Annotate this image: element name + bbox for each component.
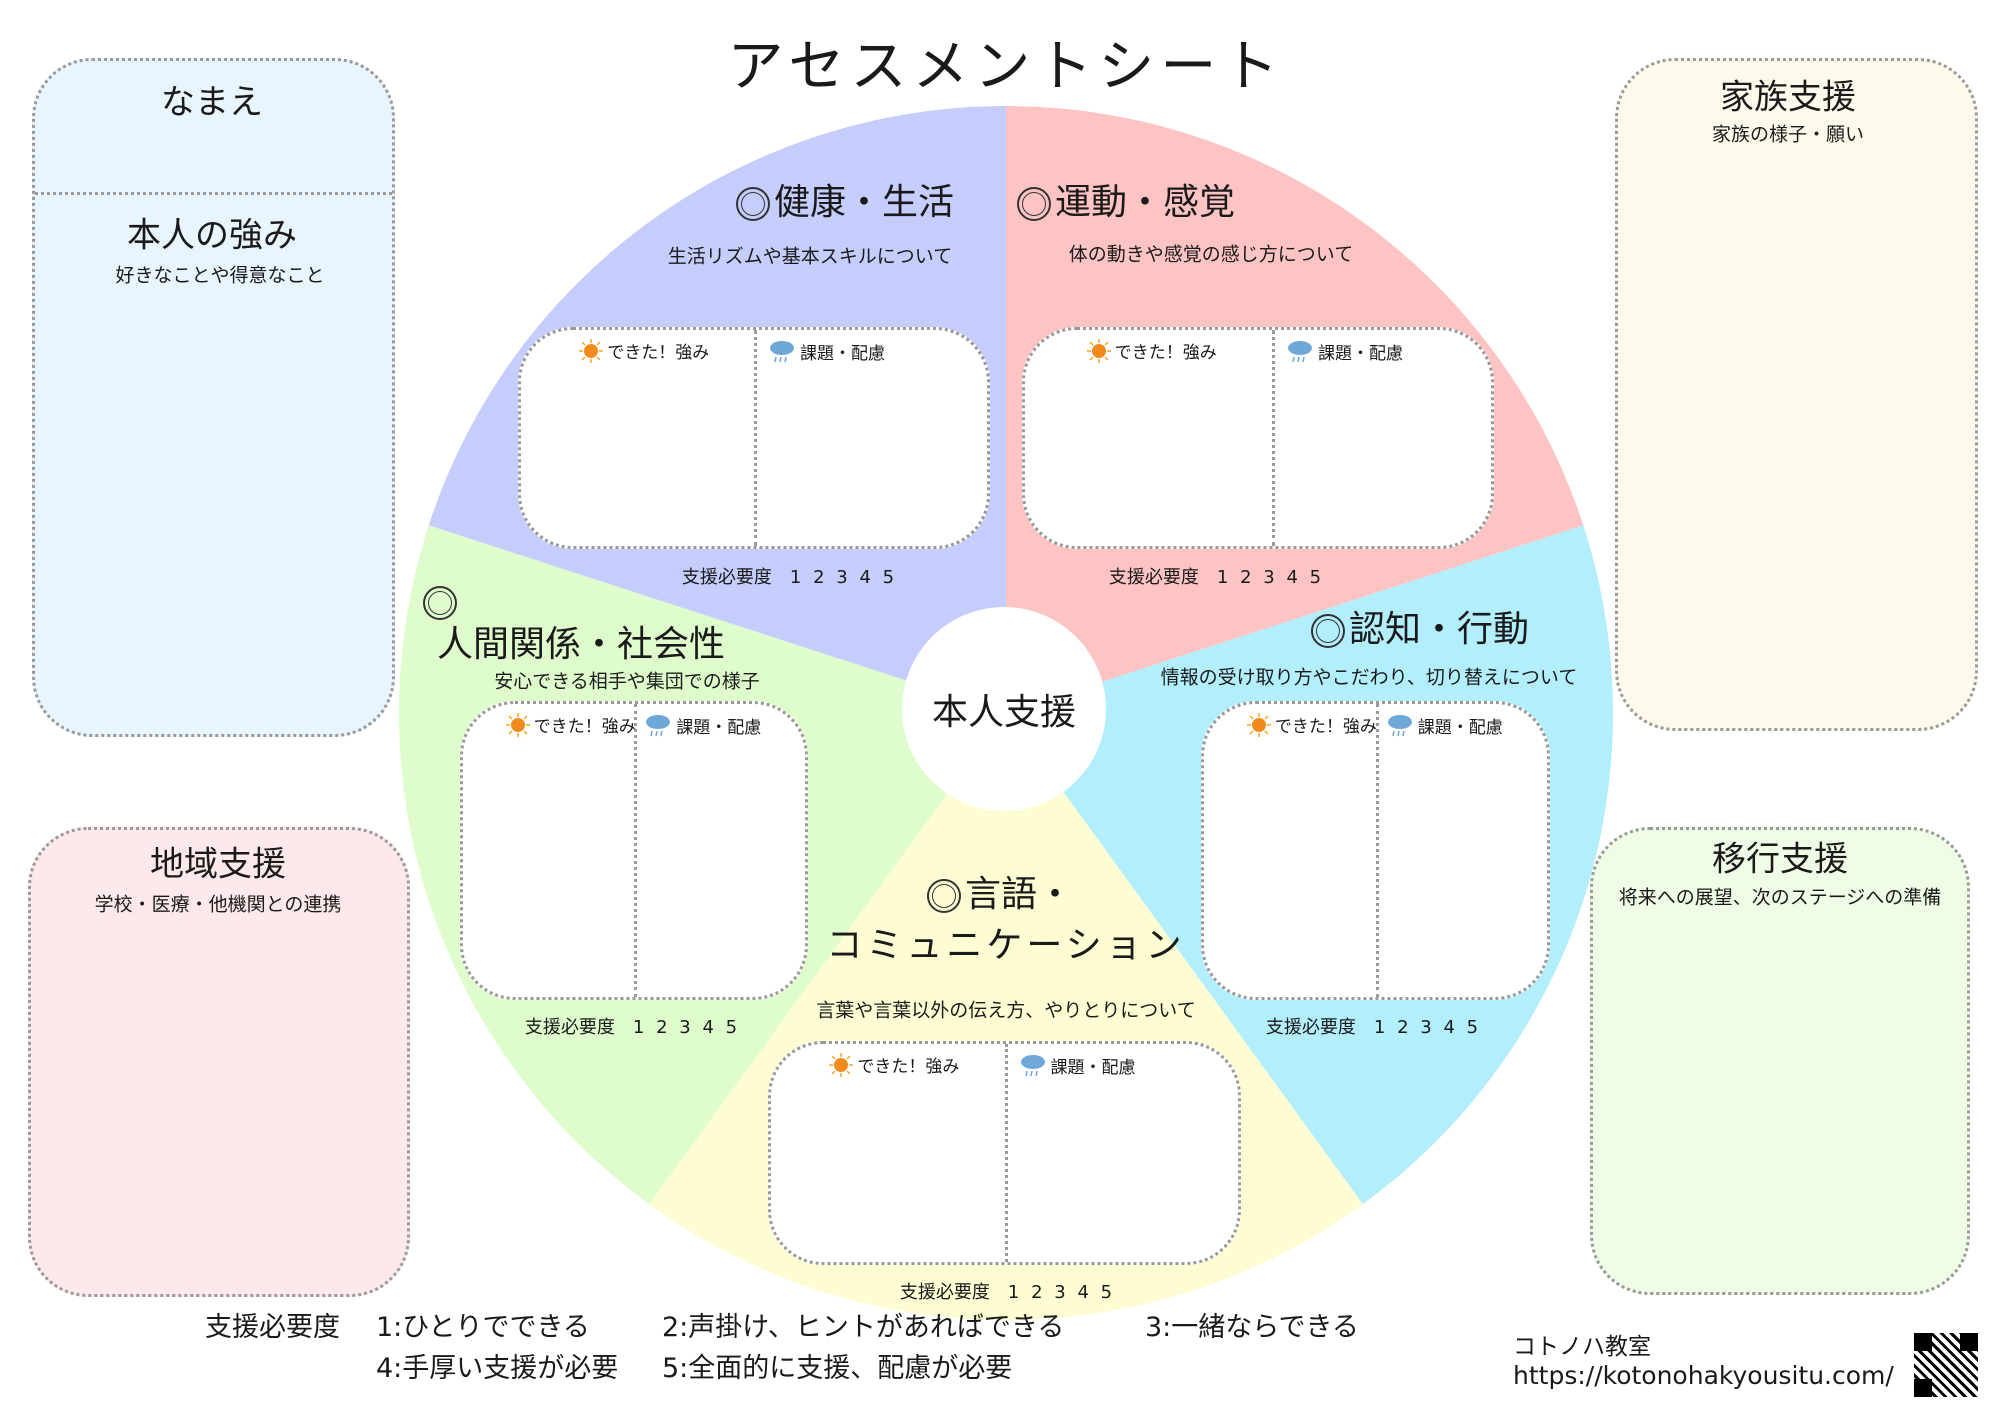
rain-cloud-icon bbox=[1387, 715, 1412, 737]
language-subtitle: 言葉や言葉以外の伝え方、やりとりについて bbox=[816, 999, 1196, 1022]
sun-icon bbox=[1246, 712, 1271, 737]
health-notes-box[interactable]: できた！強み 課題・配慮 bbox=[518, 327, 990, 549]
speech-icon bbox=[926, 879, 961, 913]
strength-label: できた！強み bbox=[1086, 338, 1217, 363]
strength-label-text: できた！強み bbox=[1114, 343, 1217, 363]
strength-label: できた！強み bbox=[829, 1052, 959, 1077]
qr-code bbox=[1914, 1333, 1978, 1397]
rain-cloud-icon bbox=[646, 715, 671, 737]
health-support-scale: 支援必要度 1 2 3 4 5 bbox=[681, 567, 895, 588]
bed-icon bbox=[735, 187, 770, 221]
strength-label-text: できた！強み bbox=[607, 343, 710, 363]
strengths-subtitle: 好きなことや得意なこと bbox=[115, 264, 325, 287]
issue-label: 課題・配慮 bbox=[1019, 1052, 1136, 1078]
language-title-line2: コミュニケーション bbox=[826, 925, 1186, 966]
motor-subtitle: 体の動きや感覚の感じ方について bbox=[1068, 243, 1354, 266]
strength-label: できた！強み bbox=[1246, 712, 1377, 737]
sun-icon bbox=[1086, 338, 1111, 363]
strength-label-text: できた！強み bbox=[533, 717, 636, 737]
language-title-line1: 言語・ bbox=[964, 874, 1074, 915]
issue-label-text: 課題・配慮 bbox=[1417, 717, 1503, 738]
legend-item-4: 4:手厚い支援が必要 bbox=[376, 1353, 619, 1384]
strength-label: できた！強み bbox=[579, 338, 709, 363]
sun-icon bbox=[829, 1052, 854, 1077]
cognitive-subtitle: 情報の受け取り方やこだわり、切り替えについて bbox=[1160, 666, 1578, 689]
transition-box bbox=[1590, 827, 1970, 1295]
social-notes-box[interactable]: できた！強み 課題・配慮 bbox=[460, 701, 808, 1000]
center-circle bbox=[902, 607, 1106, 811]
column-divider bbox=[1271, 330, 1275, 546]
sun-icon bbox=[505, 712, 530, 737]
issue-label: 課題・配慮 bbox=[768, 338, 885, 364]
strength-label-text: できた！強み bbox=[857, 1057, 960, 1077]
head-bulb-icon bbox=[1310, 614, 1345, 648]
language-notes-box[interactable]: できた！強み 課題・配慮 bbox=[768, 1041, 1241, 1265]
name-box bbox=[32, 58, 395, 737]
family-subtitle: 家族の様子・願い bbox=[1711, 123, 1865, 146]
issue-label: 課題・配慮 bbox=[1386, 712, 1503, 738]
cognitive-heading: 認知・行動 bbox=[1310, 600, 1530, 652]
footer-org: コトノハ教室 bbox=[1513, 1334, 1651, 1360]
issue-label: 課題・配慮 bbox=[1286, 338, 1403, 364]
strengths-title: 本人の強み bbox=[127, 215, 297, 256]
name-divider bbox=[35, 192, 392, 195]
social-support-scale: 支援必要度 1 2 3 4 5 bbox=[524, 1017, 738, 1038]
cognitive-title: 認知・行動 bbox=[1348, 609, 1530, 650]
community-title: 地域支援 bbox=[150, 844, 286, 885]
health-heading: 健康・生活 bbox=[735, 173, 955, 225]
transition-subtitle: 将来への展望、次のステージへの準備 bbox=[1618, 886, 1942, 909]
health-title: 健康・生活 bbox=[773, 182, 955, 223]
family-box bbox=[1615, 58, 1978, 731]
rain-cloud-icon bbox=[1287, 341, 1312, 363]
strength-label: できた！強み bbox=[505, 712, 636, 737]
walking-icon bbox=[1016, 187, 1051, 221]
cognitive-notes-box[interactable]: できた！強み 課題・配慮 bbox=[1201, 701, 1550, 1000]
footer-url[interactable]: https://kotonohakyousitu.com/ bbox=[1513, 1361, 1894, 1390]
issue-label-text: 課題・配慮 bbox=[676, 717, 762, 738]
rain-cloud-icon bbox=[769, 341, 794, 363]
transition-title: 移行支援 bbox=[1712, 839, 1848, 880]
issue-label-text: 課題・配慮 bbox=[1050, 1057, 1136, 1078]
column-divider bbox=[634, 704, 637, 997]
legend-item-3: 3:一緒ならできる bbox=[1145, 1312, 1359, 1343]
social-subtitle: 安心できる相手や集団での様子 bbox=[494, 670, 760, 693]
social-title: 人間関係・社会性 bbox=[436, 624, 726, 665]
handshake-icon bbox=[423, 586, 457, 620]
cognitive-support-scale: 支援必要度 1 2 3 4 5 bbox=[1265, 1017, 1479, 1038]
strength-label-text: できた！強み bbox=[1274, 717, 1377, 737]
rain-cloud-icon bbox=[1020, 1055, 1045, 1077]
motor-support-scale: 支援必要度 1 2 3 4 5 bbox=[1108, 567, 1322, 588]
issue-label-text: 課題・配慮 bbox=[1317, 343, 1403, 364]
family-title: 家族支援 bbox=[1720, 77, 1856, 118]
page-title: アセスメントシート bbox=[727, 34, 1285, 100]
name-label: なまえ bbox=[161, 82, 263, 123]
motor-notes-box[interactable]: できた！強み 課題・配慮 bbox=[1022, 327, 1494, 549]
community-box bbox=[28, 827, 410, 1297]
legend-item-2: 2:声掛け、ヒントがあればできる bbox=[662, 1312, 1065, 1343]
center-label: 本人支援 bbox=[931, 692, 1077, 733]
legend-label: 支援必要度 bbox=[205, 1312, 340, 1343]
issue-label: 課題・配慮 bbox=[644, 712, 761, 738]
issue-label-text: 課題・配慮 bbox=[799, 343, 885, 364]
legend-item-1: 1:ひとりでできる bbox=[376, 1312, 590, 1343]
language-heading: 言語・ bbox=[926, 865, 1074, 917]
legend-item-5: 5:全面的に支援、配慮が必要 bbox=[662, 1353, 1013, 1384]
sun-icon bbox=[579, 338, 604, 363]
community-subtitle: 学校・医療・他機関との連携 bbox=[94, 893, 342, 916]
column-divider bbox=[1004, 1044, 1008, 1262]
motor-title: 運動・感覚 bbox=[1054, 182, 1236, 223]
language-support-scale: 支援必要度 1 2 3 4 5 bbox=[899, 1282, 1113, 1303]
health-subtitle: 生活リズムや基本スキルについて bbox=[667, 245, 953, 268]
motor-heading: 運動・感覚 bbox=[1016, 173, 1236, 225]
column-divider bbox=[754, 330, 757, 546]
column-divider bbox=[1375, 704, 1379, 997]
